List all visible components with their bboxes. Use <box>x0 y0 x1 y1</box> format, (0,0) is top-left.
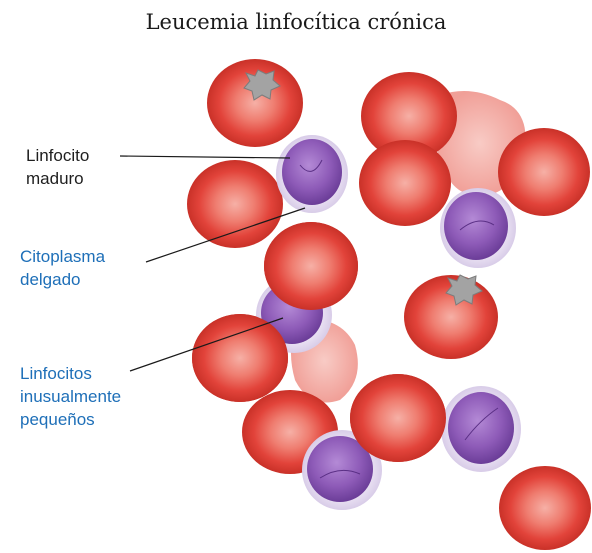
lymphocyte <box>441 386 521 472</box>
lymphocyte <box>440 188 516 268</box>
red-blood-cell <box>499 466 591 550</box>
label-line: pequeños <box>20 408 121 431</box>
red-blood-cell <box>359 140 451 226</box>
leader-line-mature-lymphocyte <box>120 156 290 158</box>
lymphocyte <box>276 135 348 213</box>
red-blood-cell <box>264 222 358 310</box>
label-mature-lymphocyte: Linfocito maduro <box>26 144 89 190</box>
label-small-lymphocytes: Linfocitos inusualmente pequeños <box>20 362 121 431</box>
red-blood-cell <box>498 128 590 216</box>
label-line: maduro <box>26 167 89 190</box>
red-blood-cell <box>207 59 303 147</box>
label-line: Linfocito <box>26 144 89 167</box>
red-blood-cell <box>187 160 283 248</box>
red-blood-cells <box>187 59 591 550</box>
label-line: Linfocitos <box>20 362 121 385</box>
red-blood-cell <box>192 314 288 402</box>
label-line: delgado <box>20 268 105 291</box>
label-line: Citoplasma <box>20 245 105 268</box>
label-thin-cytoplasm: Citoplasma delgado <box>20 245 105 291</box>
red-blood-cell <box>350 374 446 462</box>
label-line: inusualmente <box>20 385 121 408</box>
